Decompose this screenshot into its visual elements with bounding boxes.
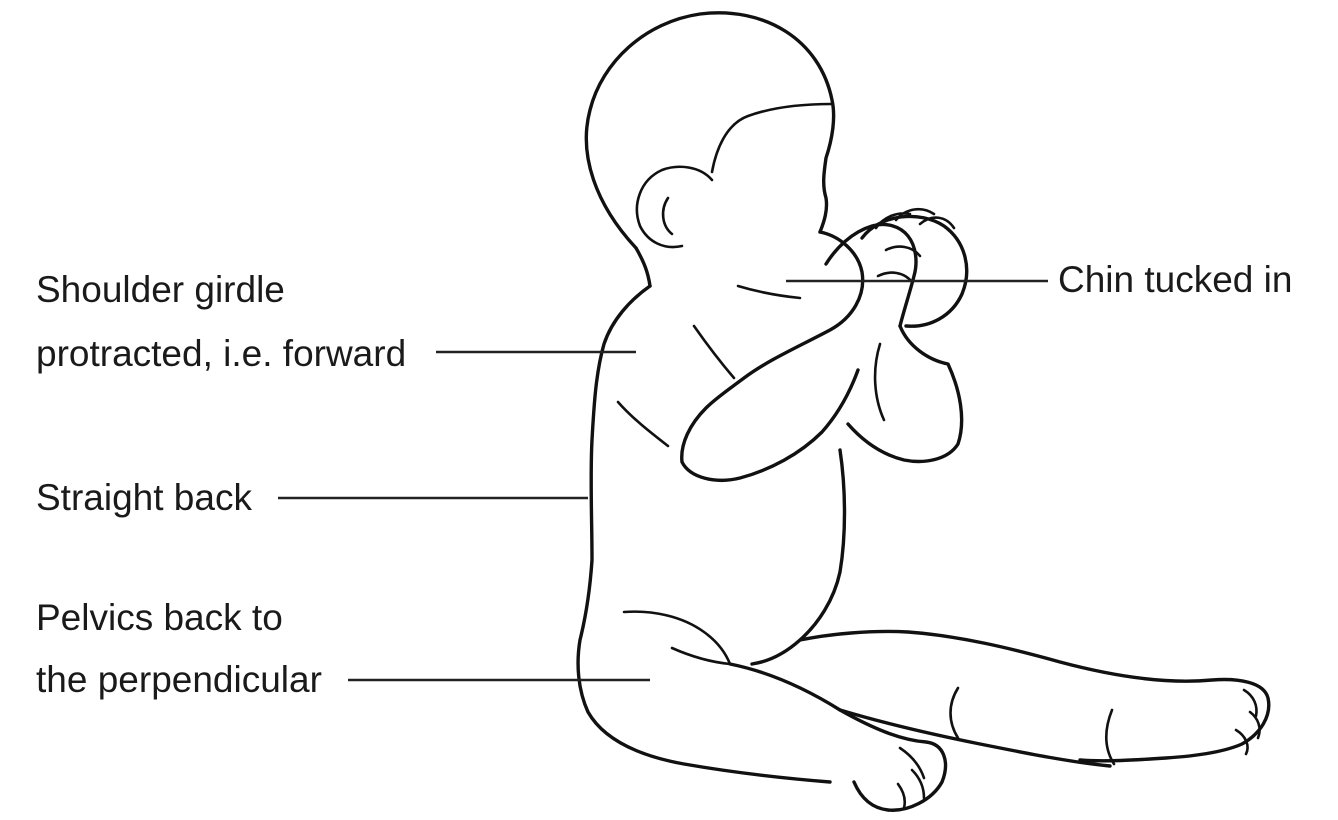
heel bbox=[1106, 710, 1114, 764]
label-pelvis-2: the perpendicular bbox=[36, 659, 322, 700]
near-arm bbox=[682, 232, 863, 480]
far-leg bbox=[800, 631, 1269, 760]
hip-line bbox=[624, 612, 730, 664]
knee bbox=[951, 688, 959, 738]
far-elbow bbox=[875, 344, 884, 420]
head-outline bbox=[586, 13, 833, 248]
label-chin: Chin tucked in bbox=[1058, 259, 1292, 300]
label-pelvis-1: Pelvics back to bbox=[36, 597, 283, 638]
armpit bbox=[618, 402, 668, 446]
chin-line bbox=[738, 286, 800, 298]
far-shin bbox=[840, 710, 1110, 766]
baby-sitting-holding-ball-icon bbox=[578, 13, 1269, 810]
ear-inner bbox=[663, 198, 672, 234]
near-leg bbox=[730, 664, 945, 810]
label-back: Straight back bbox=[36, 477, 252, 518]
near-toes bbox=[898, 748, 924, 808]
neck-back bbox=[636, 248, 650, 286]
label-shoulder-1: Shoulder girdle bbox=[36, 269, 285, 310]
shoulder-crease bbox=[694, 326, 734, 378]
ear bbox=[637, 167, 712, 247]
far-arm bbox=[848, 326, 962, 461]
label-shoulder-2: protracted, i.e. forward bbox=[36, 333, 406, 374]
back-torso bbox=[578, 286, 830, 782]
belly bbox=[752, 450, 845, 664]
hairline bbox=[712, 104, 832, 172]
